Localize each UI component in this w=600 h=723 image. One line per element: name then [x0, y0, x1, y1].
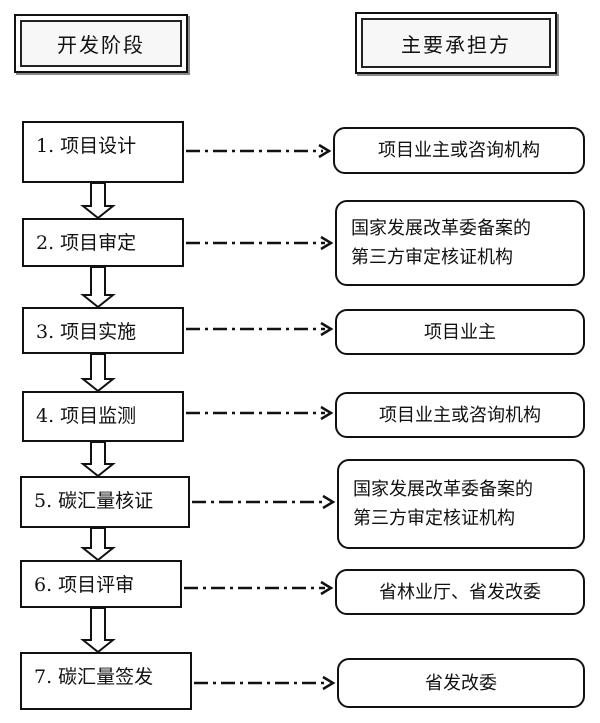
- header-main-party: 主要承担方: [355, 12, 557, 74]
- step-label: 2. 项目审定: [36, 232, 137, 254]
- step-label: 3. 项目实施: [36, 321, 137, 343]
- party-label: 项目业主或咨询机构: [379, 404, 541, 426]
- arrow-head: [322, 494, 336, 510]
- step-label: 7. 碳汇量签发: [34, 666, 154, 688]
- party-verification: 国家发展改革委备案的 第三方审定核证机构: [337, 459, 585, 549]
- party-monitoring: 项目业主或咨询机构: [335, 392, 585, 438]
- arrow-head: [320, 405, 334, 421]
- step-label: 1. 项目设计: [36, 135, 137, 157]
- party-label: 省发改委: [425, 672, 497, 694]
- step-project-monitoring: 4. 项目监测: [22, 391, 184, 442]
- step-label: 4. 项目监测: [36, 405, 137, 427]
- header-development-stage: 开发阶段: [14, 14, 188, 73]
- arrow-head: [320, 321, 334, 337]
- party-label: 省林业厅、省发改委: [379, 581, 541, 603]
- step-label: 6. 项目评审: [34, 574, 135, 596]
- party-issuance: 省发改委: [337, 658, 585, 708]
- party-label: 国家发展改革委备案的 第三方审定核证机构: [351, 218, 531, 268]
- party-label: 项目业主: [424, 321, 496, 343]
- step-project-review: 6. 项目评审: [20, 560, 182, 608]
- party-review: 省林业厅、省发改委: [335, 569, 585, 615]
- down-arrow: [80, 527, 116, 562]
- step-project-design: 1. 项目设计: [22, 121, 184, 183]
- arrow-head: [320, 235, 334, 251]
- step-carbon-verification: 5. 碳汇量核证: [20, 476, 190, 528]
- down-arrow: [80, 353, 116, 393]
- arrow-head: [320, 580, 334, 596]
- down-arrow: [80, 441, 116, 478]
- party-label: 国家发展改革委备案的 第三方审定核证机构: [353, 479, 533, 529]
- party-implementation: 项目业主: [335, 309, 585, 355]
- step-label: 5. 碳汇量核证: [34, 490, 154, 512]
- step-project-implementation: 3. 项目实施: [22, 307, 184, 354]
- down-arrow: [80, 182, 116, 220]
- header-party-label: 主要承担方: [401, 32, 511, 57]
- party-validation: 国家发展改革委备案的 第三方审定核证机构: [335, 200, 585, 286]
- party-label: 项目业主或咨询机构: [378, 140, 540, 161]
- arrow-head: [318, 143, 332, 159]
- step-carbon-issuance: 7. 碳汇量签发: [20, 652, 192, 710]
- header-stage-label: 开发阶段: [57, 33, 145, 57]
- party-design: 项目业主或咨询机构: [333, 127, 585, 174]
- down-arrow: [80, 266, 116, 309]
- step-project-validation: 2. 项目审定: [22, 218, 184, 267]
- down-arrow: [80, 607, 116, 654]
- arrow-head: [322, 675, 336, 691]
